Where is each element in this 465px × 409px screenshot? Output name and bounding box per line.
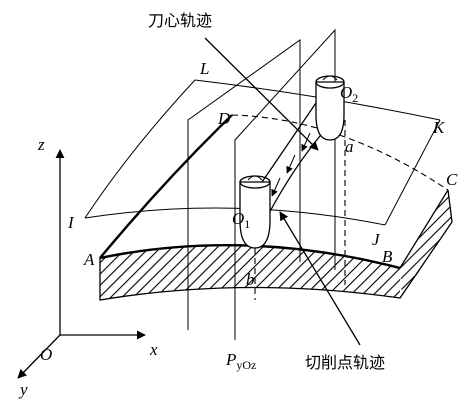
normal-arrow-2 (271, 177, 281, 197)
label-tool-center-path: 刀心轨迹 (148, 11, 212, 30)
tool-1 (239, 175, 271, 249)
normal-arrow-4 (301, 132, 311, 152)
curve-LI (84, 79, 196, 219)
label-O2: O2 (340, 83, 358, 105)
label-J: J (372, 230, 381, 249)
curve-KJ (384, 119, 441, 226)
tool-2-flute (322, 75, 338, 81)
y-axis (17, 334, 61, 379)
label-D: D (217, 109, 231, 128)
workpiece (99, 114, 453, 301)
leader-cutting-point (279, 211, 361, 346)
leader-tool-center (204, 37, 319, 151)
label-b: b (246, 270, 255, 289)
tool-1-body (239, 181, 271, 249)
workpiece-side-hatch (400, 190, 452, 298)
label-O1: O1 (232, 209, 250, 231)
curve-AD (99, 114, 233, 259)
tool-1-flute (247, 175, 263, 181)
label-z: z (37, 135, 45, 154)
label-plane: PyOz (225, 350, 256, 372)
label-B: B (382, 247, 393, 266)
label-x: x (149, 340, 158, 359)
labels: 刀心轨迹 切削点轨迹 L K D C I J A B a b O x y z O… (18, 11, 458, 399)
label-origin: O (40, 345, 52, 364)
workpiece-outline (99, 221, 453, 301)
tool-center-path-line (259, 99, 319, 186)
normal-arrow-3 (286, 154, 296, 174)
edge-C (447, 189, 453, 223)
label-cutting-point-path: 切削点轨迹 (305, 353, 385, 372)
tool-path-outer (267, 129, 326, 216)
tool-2 (315, 75, 345, 141)
label-A: A (83, 250, 95, 269)
label-L: L (199, 59, 209, 78)
coordinate-axes (17, 149, 146, 379)
label-C: C (446, 170, 458, 189)
plane-front (187, 39, 301, 330)
planes (187, 28, 336, 340)
label-K: K (432, 118, 446, 137)
edge-BC (399, 189, 449, 269)
plane-back (234, 28, 336, 340)
label-y: y (18, 380, 28, 399)
tool-2-body (315, 81, 345, 141)
label-a: a (345, 137, 354, 156)
label-I: I (67, 213, 75, 232)
